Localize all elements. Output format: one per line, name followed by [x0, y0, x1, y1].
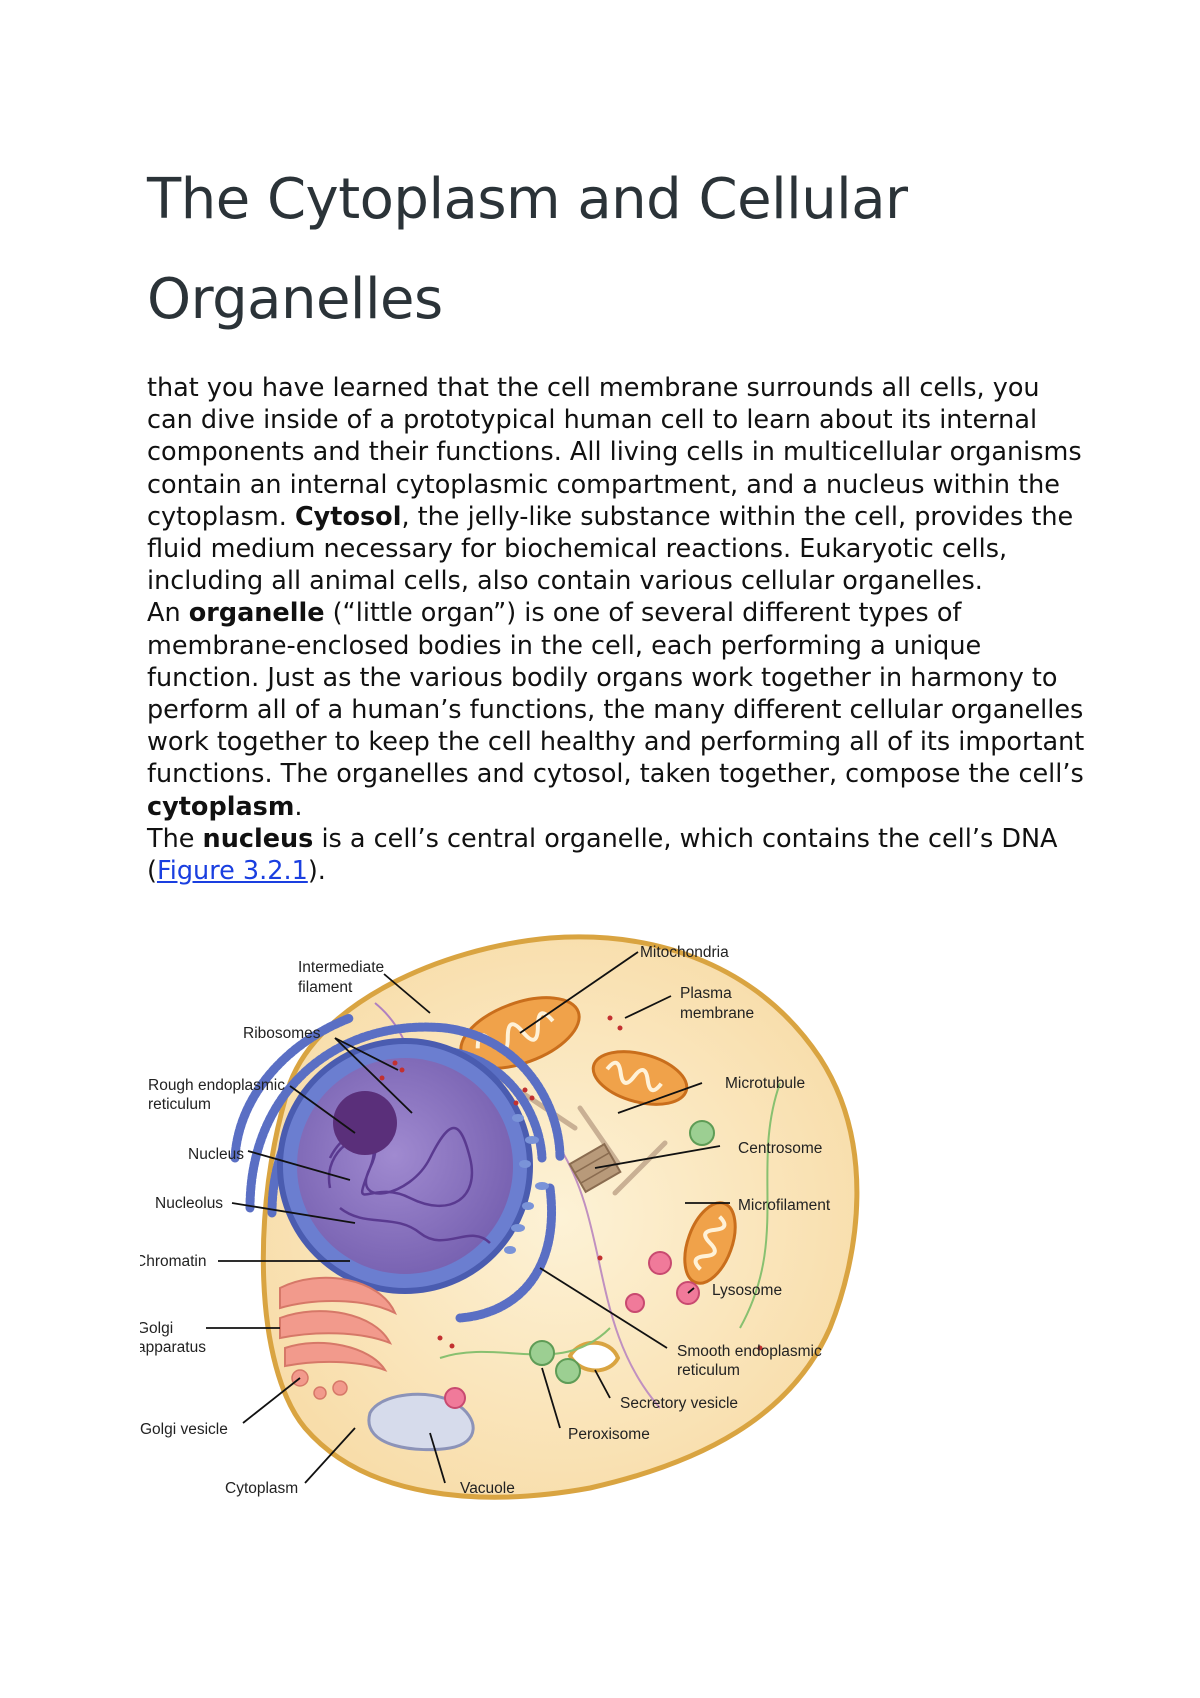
- label-rough-er-1: Rough endoplasmic: [148, 1077, 285, 1094]
- label-nucleus: Nucleus: [188, 1146, 244, 1163]
- label-peroxisome: Peroxisome: [568, 1426, 650, 1443]
- para3-text-mid: is a cell’s central organelle, which con…: [147, 823, 1058, 887]
- label-vacuole: Vacuole: [460, 1480, 515, 1497]
- peroxisomes: [529, 1120, 715, 1384]
- leader-plasma: [624, 995, 672, 1019]
- label-intermediate-filament-2: filament: [298, 979, 353, 996]
- label-microfilament: Microfilament: [738, 1197, 831, 1214]
- term-nucleus: nucleus: [202, 823, 314, 854]
- label-ribosomes: Ribosomes: [243, 1025, 321, 1042]
- leader-secretory: [594, 1369, 611, 1399]
- leader-rough-er: [289, 1085, 356, 1134]
- para1-text-end: , the jelly-like substance within the ce…: [147, 501, 1074, 597]
- label-smooth-er-1: Smooth endoplasmic: [677, 1343, 822, 1360]
- label-golgi-2: apparatus: [140, 1339, 206, 1356]
- chromatin: [327, 1126, 474, 1208]
- mitochondrion-2: [591, 1050, 689, 1106]
- leader-smooth-er: [539, 1267, 668, 1349]
- title-line-2: Organelles: [147, 267, 443, 332]
- secretory-vesicle-notch: [567, 1340, 621, 1373]
- label-plasma-2: membrane: [680, 1005, 754, 1022]
- term-organelle: organelle: [188, 598, 325, 629]
- figure-link[interactable]: Figure 3.2.1: [156, 856, 308, 887]
- leader-nucleolus: [231, 1202, 356, 1224]
- para2-text: An: [147, 598, 189, 629]
- label-cytoplasm: Cytoplasm: [225, 1480, 298, 1497]
- label-smooth-er-2: reticulum: [677, 1362, 740, 1379]
- leader-peroxisome: [541, 1367, 561, 1429]
- leader-cytoplasm: [304, 1427, 356, 1484]
- vacuole: [367, 1392, 475, 1452]
- leader-microtubule: [617, 1082, 703, 1114]
- paragraph-nucleus: The nucleus is a cell’s central organell…: [147, 823, 1087, 887]
- title-line-1: The Cytoplasm and Cellular: [147, 167, 908, 232]
- leader-vacuole: [429, 1432, 446, 1484]
- leader-golgi-vesicle: [242, 1377, 301, 1424]
- leader-lysosome: [687, 1287, 695, 1294]
- label-nucleolus: Nucleolus: [155, 1195, 223, 1212]
- label-secretory-vesicle: Secretory vesicle: [620, 1395, 738, 1412]
- leader-ribosome-a: [334, 1037, 399, 1071]
- leader-ribosome-b: [334, 1037, 413, 1114]
- paragraph-intro: that you have learned that the cell memb…: [147, 372, 1087, 597]
- paragraph-organelle: An organelle (“little organ”) is one of …: [147, 597, 1087, 822]
- golgi-apparatus: [279, 1276, 397, 1372]
- leader-centrosome: [594, 1145, 721, 1169]
- label-rough-er-2: reticulum: [148, 1096, 211, 1113]
- microfilament-line-3: [439, 1327, 611, 1359]
- microtubule-2: [577, 1105, 621, 1166]
- leader-mitochondria: [519, 951, 639, 1034]
- para2-text-end: .: [294, 791, 303, 822]
- term-cytosol: Cytosol: [294, 501, 402, 532]
- body-text: that you have learned that the cell memb…: [147, 372, 1087, 887]
- leader-nucleus: [247, 1150, 351, 1181]
- ribosomes: [379, 1015, 763, 1351]
- para3-text-end: ).: [307, 856, 326, 887]
- microtubule-3: [612, 1140, 668, 1196]
- para2-text-mid: (“little organ”) is one of several diffe…: [147, 598, 1085, 790]
- label-chromatin: Chromatin: [140, 1253, 207, 1270]
- smooth-er: [504, 1114, 549, 1254]
- cell-diagram: Intermediate filament Ribosomes Rough en…: [135, 908, 920, 1530]
- microfilament-line: [739, 1082, 781, 1329]
- label-golgi-vesicle: Golgi vesicle: [140, 1421, 228, 1438]
- label-centrosome: Centrosome: [738, 1140, 822, 1157]
- nucleolus: [333, 1091, 397, 1155]
- nucleus: [277, 1038, 533, 1294]
- label-mitochondria: Mitochondria: [640, 944, 729, 961]
- label-microtubule: Microtubule: [725, 1075, 805, 1092]
- label-lysosome: Lysosome: [712, 1282, 782, 1299]
- microfilament-line-2: [559, 1147, 661, 1409]
- label-plasma-1: Plasma: [680, 985, 732, 1002]
- para3-text: The: [147, 823, 203, 854]
- para1-text: that you have learned that the cell memb…: [147, 373, 1082, 532]
- term-cytoplasm: cytoplasm: [147, 791, 295, 822]
- leader-intermediate: [383, 973, 431, 1014]
- label-intermediate-filament-1: Intermediate: [298, 959, 384, 976]
- label-golgi-1: Golgi: [140, 1320, 173, 1337]
